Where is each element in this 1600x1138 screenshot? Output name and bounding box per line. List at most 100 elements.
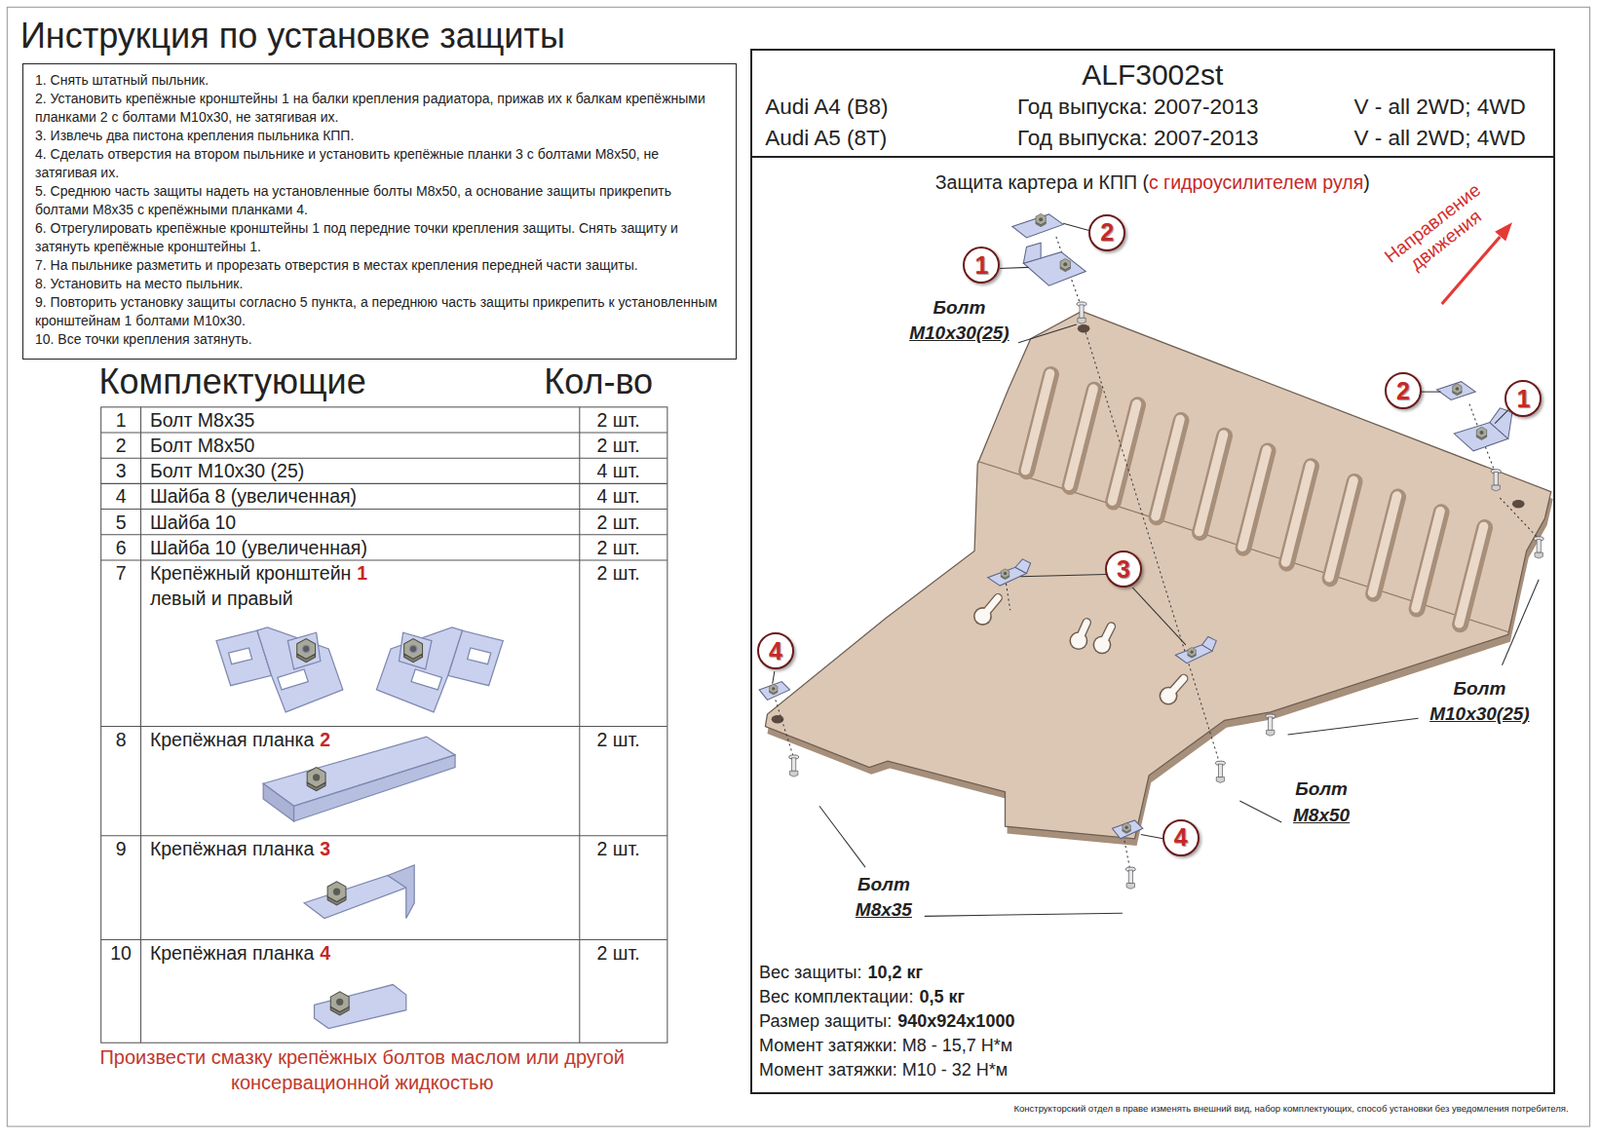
instruction-step: 7. На пыльнике разметить и прорезать отв… — [35, 256, 724, 275]
part-picture — [263, 736, 456, 1029]
callout-circle: 1 — [1504, 380, 1542, 418]
header-box: ALF3002stAudi A4 (B8)Год выпуска: 2007-2… — [750, 48, 1556, 158]
nut — [769, 684, 778, 695]
quantity: 2 шт. — [597, 727, 641, 753]
vehicle-info: Год выпуска: 2007-2013 — [1017, 94, 1259, 120]
bolt — [789, 302, 1545, 889]
spec-value: 940х924х1000 — [897, 1011, 1015, 1032]
table-grid — [140, 407, 142, 1043]
table-grid — [101, 939, 668, 941]
bolt-label: Болт — [1295, 778, 1348, 800]
callout-number: 2 — [1396, 379, 1410, 404]
bolt-label: М10х30(25) — [1429, 703, 1529, 725]
bolt — [789, 755, 800, 777]
part-name: Крепёжный кронштейн — [150, 561, 351, 586]
subtitle-line: Защита картера и КПП (с гидроусилителем … — [752, 171, 1554, 194]
part-name-line: Крепёжная планка2 — [150, 727, 331, 753]
leader-line — [1141, 835, 1164, 839]
quantity: 2 шт. — [597, 561, 641, 586]
skid-plate — [771, 715, 785, 724]
skid-plate — [982, 598, 1183, 697]
instruction-step: 4. Сделать отверстия на втором пыльнике … — [35, 145, 724, 183]
mounting-part — [1202, 636, 1218, 651]
quantity: 4 шт. — [597, 458, 641, 484]
instruction-box: 1. Снять штатный пыльник.2. Установить к… — [22, 63, 737, 360]
illustration — [6, 6, 1590, 1127]
direction-label: Направление движения — [1372, 173, 1504, 289]
dotted-line — [775, 699, 794, 756]
leader-line — [1288, 718, 1419, 735]
table-grid — [101, 533, 668, 535]
table-grid — [101, 725, 668, 727]
row-number: 5 — [101, 510, 142, 535]
part-name-line: Шайба 10 (увеличенная) — [150, 535, 368, 561]
part-picture — [387, 865, 415, 918]
bolt-label: Болт — [1453, 678, 1507, 700]
part-name-line: Болт М10х30 (25) — [150, 458, 305, 484]
callout-number: 1 — [974, 253, 989, 278]
spec-name: Размер защиты: — [759, 1011, 892, 1032]
instruction-step: 8. Установить на место пыльник. — [35, 274, 724, 294]
nut — [769, 213, 1487, 834]
table-grid — [578, 407, 580, 1043]
callout-number: 2 — [1100, 220, 1114, 245]
spec-line: Вес защиты:10,2 кг — [759, 962, 923, 984]
nut — [1060, 258, 1070, 271]
dotted-line — [775, 236, 1537, 868]
part-picture — [330, 991, 349, 1016]
instruction-step: 1. Снять штатный пыльник. — [35, 71, 724, 90]
part-name-line: Крепёжная планка4 — [150, 941, 331, 966]
table-grid — [101, 559, 668, 561]
part-picture — [327, 881, 346, 906]
callout-number: 4 — [768, 639, 783, 664]
part-picture — [263, 783, 294, 822]
bolt — [1265, 714, 1276, 736]
part-name: левый и правый — [150, 586, 294, 611]
quantity: 2 шт. — [597, 433, 641, 458]
drawing-subtitle: с гидроусилителем руля — [1148, 171, 1364, 194]
callout-circle: 2 — [1384, 372, 1422, 410]
callout-circle: 2 — [1088, 214, 1126, 252]
part-picture — [314, 985, 407, 1029]
callout-circle: 4 — [1162, 819, 1200, 857]
part-name-line: Болт М8х35 — [150, 408, 255, 433]
table-grid — [101, 407, 668, 1043]
part-name-line: Шайба 10 — [150, 510, 236, 535]
dotted-line — [1499, 497, 1537, 537]
bolt-label: M8x35 — [855, 899, 913, 921]
quantity: 2 шт. — [597, 408, 641, 433]
part-picture — [216, 627, 343, 713]
part-picture — [304, 875, 407, 918]
mounting-part — [759, 214, 1513, 839]
page-frame — [6, 6, 1590, 1127]
spec-line: Момент затяжки: М8 - 15,7 Н*м — [759, 1035, 1013, 1057]
bolt-label: Болт — [857, 874, 911, 896]
vehicle-info: Audi A5 (8T) — [764, 125, 887, 152]
callout-circle: 3 — [1104, 550, 1143, 588]
leader-line — [1420, 391, 1442, 393]
lubrication-note: Произвести смазку крепёжных болтов масло… — [30, 1044, 694, 1096]
disclaimer: Конструкторский отдел в праве изменять в… — [877, 1103, 1569, 1114]
leader-line — [1132, 587, 1185, 646]
table-grid — [101, 508, 668, 510]
row-number: 2 — [101, 433, 142, 458]
bolt — [1076, 302, 1087, 324]
skid-plate — [1160, 687, 1177, 704]
callout-number: 3 — [1116, 557, 1131, 582]
nut — [1187, 647, 1196, 658]
leader-line — [1494, 410, 1509, 424]
quantity: 2 шт. — [597, 510, 641, 535]
bolt — [1533, 536, 1544, 559]
leader-line — [999, 266, 1029, 268]
callout-number: 4 — [1174, 825, 1188, 850]
bolt-label: М10х30(25) — [909, 322, 1009, 344]
vehicle-info: Год выпуска: 2007-2013 — [1017, 125, 1259, 152]
quantity: 4 шт. — [597, 484, 641, 509]
quantity: 2 шт. — [597, 535, 641, 561]
mounting-part — [1111, 820, 1143, 839]
mounting-part — [1023, 242, 1041, 264]
direction-arrow — [1494, 222, 1513, 241]
part-name-line: левый и правый — [150, 586, 294, 611]
callout-reference: 4 — [319, 941, 331, 966]
